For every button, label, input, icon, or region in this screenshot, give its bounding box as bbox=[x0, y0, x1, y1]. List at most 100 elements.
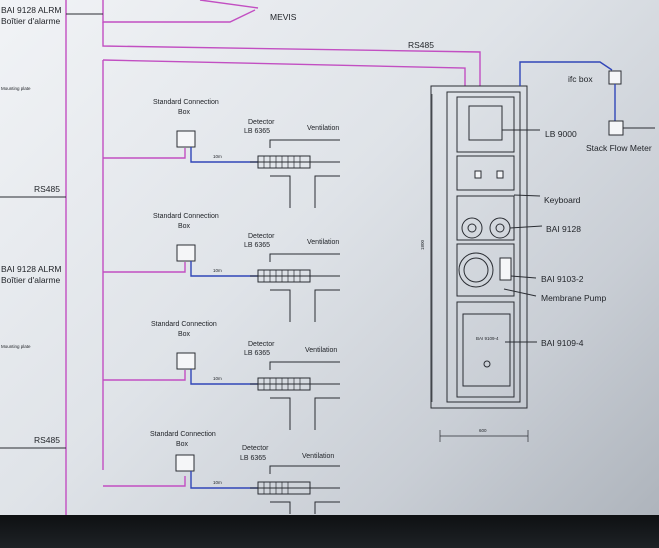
detector-cable-line bbox=[190, 147, 258, 163]
measurement-branch: Standard Connection Box 10m Detector LB … bbox=[103, 321, 340, 430]
lb9000-module bbox=[456, 96, 515, 153]
keyboard-callout: Keyboard bbox=[544, 195, 581, 205]
detector-model-label: LB 6365 bbox=[240, 455, 266, 462]
duct-upper-wall bbox=[269, 465, 340, 474]
keyboard-module bbox=[456, 155, 515, 191]
mevis-link-line bbox=[102, 0, 256, 23]
stack-flow-meter bbox=[608, 120, 624, 136]
bus-line-top bbox=[102, 59, 466, 86]
mounting-plate-label-1: Mounting plate bbox=[1, 86, 31, 91]
detector-model-label: LB 6365 bbox=[244, 242, 270, 249]
bai9109-module bbox=[456, 301, 515, 398]
branch-bus-line bbox=[103, 262, 186, 273]
bai9128-gauge-left-hub bbox=[467, 223, 477, 233]
bai9109-indicator bbox=[483, 360, 491, 368]
measurement-branch: Standard Connection Box 10m Detector LB … bbox=[103, 99, 340, 208]
measurement-branch: Standard Connection Box 10m Detector LB … bbox=[103, 213, 340, 322]
alarm-box-subtitle-2: Boîtier d'alarme bbox=[1, 275, 61, 285]
connection-box-sublabel: Box bbox=[178, 223, 191, 230]
connection-box-label: Standard Connection bbox=[153, 213, 219, 220]
branch-bus-line bbox=[103, 476, 186, 487]
height-dimension-label: 1800 bbox=[420, 239, 425, 250]
bai9103-module bbox=[456, 243, 515, 297]
bai9103-pump-housing bbox=[458, 252, 494, 288]
duct-upper-wall bbox=[269, 361, 340, 370]
system-diagram: BAI 9128 ALRM Boîtier d'alarme Mounting … bbox=[0, 0, 655, 515]
detector-model-label: LB 6365 bbox=[244, 128, 270, 135]
branch-bus-line bbox=[103, 370, 186, 381]
bai9103-pump-inner bbox=[463, 257, 489, 283]
detector-label: Detector bbox=[242, 445, 269, 452]
rs485-header-label: RS485 bbox=[408, 40, 434, 50]
external-devices: ifc box Stack Flow Meter bbox=[519, 61, 655, 153]
alarm-box-subtitle-1: Boîtier d'alarme bbox=[1, 16, 61, 26]
standard-connection-box bbox=[176, 244, 196, 262]
detector-label: Detector bbox=[248, 119, 275, 126]
analyzer-cabinet: LB 9000 Keyboard BAI 9128 bbox=[420, 85, 606, 442]
rs485-link-line bbox=[102, 22, 481, 86]
branch-bus-line bbox=[103, 148, 186, 159]
bai9128-gauge-right-hub bbox=[495, 223, 505, 233]
bai9109-unit bbox=[462, 313, 511, 387]
ventilation-label: Ventilation bbox=[307, 125, 339, 132]
width-dimension-label: 600 bbox=[479, 428, 487, 433]
lb9000-callout: LB 9000 bbox=[545, 129, 577, 139]
duct-upper-wall bbox=[269, 253, 340, 262]
standard-connection-box bbox=[176, 130, 196, 148]
connection-box-sublabel: Box bbox=[178, 109, 191, 116]
alarm-box-title-1: BAI 9128 ALRM bbox=[1, 5, 61, 15]
duct-lower-right-wall bbox=[314, 501, 340, 514]
cable-length-label: 10m bbox=[213, 268, 222, 273]
cable-length-label: 10m bbox=[213, 376, 222, 381]
detector-model-label: LB 6365 bbox=[244, 350, 270, 357]
rs485-label-1: RS485 bbox=[34, 184, 60, 194]
connection-box-label: Standard Connection bbox=[151, 321, 217, 328]
duct-lower-left-wall bbox=[270, 397, 291, 430]
cabinet-outline bbox=[430, 85, 528, 409]
keyboard-key bbox=[496, 170, 504, 179]
bai9128-gauge-right bbox=[489, 217, 511, 239]
standard-connection-box bbox=[176, 352, 196, 370]
bai9128-leader-line bbox=[509, 225, 543, 229]
top-link-line bbox=[199, 0, 259, 9]
cable-length-label: 10m bbox=[213, 480, 222, 485]
duct-lower-right-wall bbox=[314, 289, 340, 322]
lb9000-display bbox=[468, 105, 503, 141]
stack-flow-meter-label: Stack Flow Meter bbox=[586, 143, 652, 153]
duct-upper-wall bbox=[269, 139, 340, 148]
bai9103-callout: BAI 9103-2 bbox=[541, 274, 584, 284]
pump-leader-line bbox=[503, 288, 537, 297]
monitor-screen: BAI 9128 ALRM Boîtier d'alarme Mounting … bbox=[0, 0, 659, 515]
bai9128-module bbox=[456, 195, 515, 241]
ifc-cable-line bbox=[519, 61, 613, 86]
connection-box-label: Standard Connection bbox=[150, 431, 216, 438]
keyboard-key bbox=[474, 170, 482, 179]
alarm-box-title-2: BAI 9128 ALRM bbox=[1, 264, 61, 274]
keyboard-leader-line bbox=[513, 194, 541, 197]
header-links: MEVIS RS485 bbox=[66, 0, 481, 470]
connection-box-label: Standard Connection bbox=[153, 99, 219, 106]
duct-lower-left-wall bbox=[270, 175, 291, 208]
connection-box-sublabel: Box bbox=[178, 331, 191, 338]
ifc-box-label: ifc box bbox=[568, 74, 593, 84]
bai9103-leader-line bbox=[510, 275, 537, 279]
monitor-bottom-bezel bbox=[0, 515, 659, 548]
mounting-plate-label-2: Mounting plate bbox=[1, 344, 31, 349]
rs485-label-2: RS485 bbox=[34, 435, 60, 445]
bai9128-gauge-left bbox=[461, 217, 483, 239]
detector-cable-line bbox=[190, 369, 258, 385]
duct-lower-left-wall bbox=[270, 501, 291, 514]
cabinet-inner-frame bbox=[446, 91, 521, 403]
connection-box-sublabel: Box bbox=[176, 441, 189, 448]
ifc-box bbox=[608, 70, 622, 85]
bai9109-inner-label: BAI 9109-4 bbox=[476, 336, 499, 341]
standard-connection-box bbox=[175, 454, 195, 472]
membrane-pump-callout: Membrane Pump bbox=[541, 293, 606, 303]
detector-cable-line bbox=[190, 471, 258, 489]
ventilation-label: Ventilation bbox=[302, 453, 334, 460]
detector-label: Detector bbox=[248, 233, 275, 240]
left-panel: BAI 9128 ALRM Boîtier d'alarme Mounting … bbox=[0, 0, 67, 515]
mevis-label: MEVIS bbox=[270, 12, 297, 22]
bai9128-callout: BAI 9128 bbox=[546, 224, 581, 234]
